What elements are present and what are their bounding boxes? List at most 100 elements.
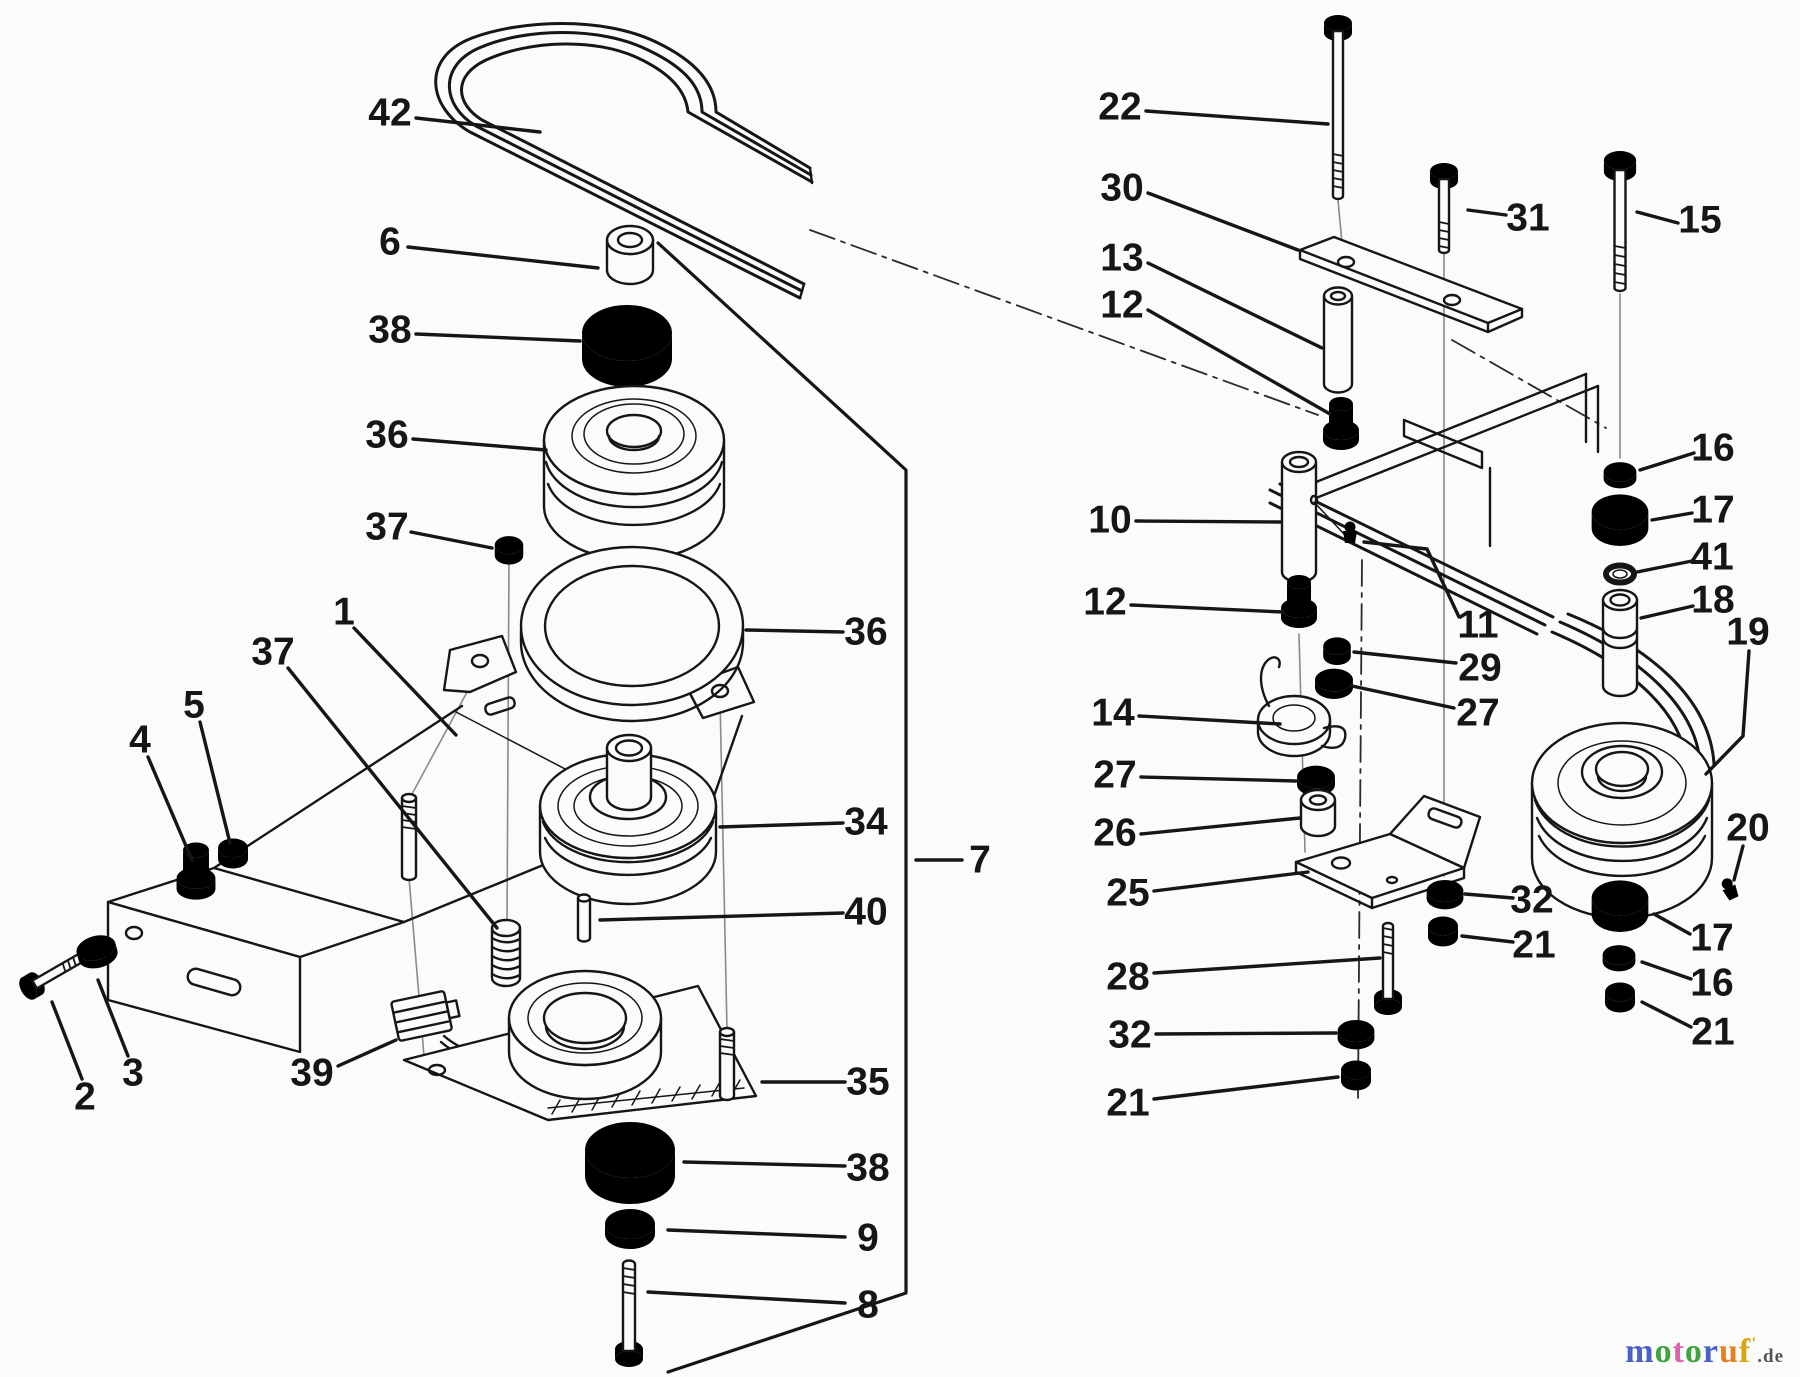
part-nut-37 bbox=[494, 536, 524, 565]
callout-leader-12 bbox=[1129, 603, 1285, 614]
callout-label-28: 28 bbox=[1106, 956, 1149, 999]
part-bearing-38-lower bbox=[585, 1122, 675, 1204]
callout-leader-42 bbox=[414, 116, 542, 134]
callout-leader-11 bbox=[1362, 540, 1461, 619]
part-ring-36 bbox=[519, 545, 745, 723]
callout-label-11: 11 bbox=[1457, 604, 1498, 647]
callout-leader-8 bbox=[646, 1290, 847, 1305]
callout-label-8: 8 bbox=[857, 1284, 879, 1327]
part-bearing-38-upper bbox=[582, 305, 672, 387]
callout-leader-36 bbox=[411, 437, 548, 452]
callout-label-9: 9 bbox=[857, 1217, 879, 1260]
part-washer-16-upper bbox=[1603, 462, 1637, 489]
callout-label-31: 31 bbox=[1506, 197, 1549, 240]
callout-label-36: 36 bbox=[844, 611, 887, 654]
part-bolt-31 bbox=[1430, 163, 1458, 255]
watermark-suffix: .de bbox=[1757, 1346, 1784, 1367]
callout-label-16: 16 bbox=[1690, 962, 1733, 1005]
part-grease-fitting-11 bbox=[1343, 521, 1357, 543]
callout-leader-17 bbox=[1650, 511, 1694, 522]
callout-label-27: 27 bbox=[1093, 754, 1136, 797]
callout-leader-30 bbox=[1146, 191, 1300, 252]
part-nut-29 bbox=[1323, 637, 1351, 666]
callout-label-38: 38 bbox=[846, 1147, 889, 1190]
part-washer-16-lower bbox=[1602, 945, 1636, 972]
watermark-letter: f bbox=[1738, 1333, 1752, 1370]
part-bolt-2 bbox=[15, 953, 84, 1003]
callout-label-15: 15 bbox=[1678, 199, 1721, 242]
callout-leader-38 bbox=[682, 1160, 847, 1168]
part-pulley-19 bbox=[1530, 721, 1714, 920]
callout-leader-9 bbox=[666, 1228, 847, 1239]
callout-label-14: 14 bbox=[1091, 692, 1135, 735]
part-grease-fitting-20 bbox=[1718, 875, 1741, 902]
callout-label-22: 22 bbox=[1098, 86, 1141, 129]
part-washer-27-upper bbox=[1315, 668, 1353, 699]
callout-leader-37 bbox=[409, 530, 494, 550]
callout-label-13: 13 bbox=[1100, 237, 1143, 280]
part-bolt-28 bbox=[1374, 921, 1402, 1015]
part-nut-5 bbox=[218, 838, 248, 869]
watermark-letter: t bbox=[1672, 1333, 1685, 1370]
part-nut-21-bottom bbox=[1605, 982, 1635, 1013]
part-tube-10 bbox=[1280, 450, 1345, 584]
callout-leader-26 bbox=[1139, 816, 1302, 836]
callout-label-17: 17 bbox=[1690, 917, 1733, 960]
callout-label-3: 3 bbox=[122, 1052, 144, 1095]
callout-leader-4 bbox=[146, 755, 194, 862]
callout-leader-10 bbox=[1134, 519, 1282, 524]
frame-lines bbox=[1314, 372, 1600, 548]
callout-label-2: 2 bbox=[74, 1076, 96, 1119]
part-bushing-4 bbox=[176, 842, 216, 900]
part-spindle-35 bbox=[402, 969, 758, 1122]
callout-label-16: 16 bbox=[1691, 427, 1734, 470]
part-spring-37 bbox=[490, 918, 522, 988]
callout-label-30: 30 bbox=[1100, 167, 1143, 210]
part-washer-9 bbox=[605, 1209, 655, 1249]
callout-leader-37 bbox=[286, 666, 499, 930]
callout-label-29: 29 bbox=[1458, 647, 1501, 690]
callout-label-17: 17 bbox=[1691, 489, 1734, 532]
callout-leader-2 bbox=[50, 1000, 84, 1081]
part-belt-42 bbox=[434, 22, 814, 300]
callout-leader-31 bbox=[1466, 208, 1508, 217]
callout-label-1: 1 bbox=[333, 591, 355, 634]
watermark-letter: o bbox=[1654, 1333, 1673, 1370]
part-bolt-8 bbox=[615, 1259, 643, 1367]
part-stud-left bbox=[400, 792, 418, 882]
callout-label-32: 32 bbox=[1510, 879, 1553, 922]
part-nut-21-left bbox=[1341, 1060, 1371, 1091]
callout-label-32: 32 bbox=[1108, 1014, 1151, 1057]
callout-label-40: 40 bbox=[844, 891, 887, 934]
callout-label-21: 21 bbox=[1512, 924, 1555, 967]
callout-leader-20 bbox=[1732, 844, 1745, 882]
callout-leader-6 bbox=[406, 245, 600, 270]
part-nut-21-right bbox=[1428, 916, 1458, 947]
callout-leader-29 bbox=[1352, 650, 1458, 665]
callout-label-34: 34 bbox=[844, 801, 888, 844]
part-bushing-6 bbox=[605, 224, 655, 286]
callout-label-25: 25 bbox=[1106, 872, 1149, 915]
callout-leader-14 bbox=[1137, 714, 1282, 726]
callout-label-41: 41 bbox=[1690, 536, 1733, 579]
callout-leader-27 bbox=[1350, 684, 1456, 710]
callout-leader-27 bbox=[1139, 775, 1298, 783]
callout-leader-38 bbox=[414, 332, 582, 343]
callout-label-4: 4 bbox=[129, 719, 151, 762]
callout-leader-16 bbox=[1640, 960, 1693, 981]
callout-leader-3 bbox=[96, 978, 130, 1058]
part-plate-30 bbox=[1298, 235, 1524, 334]
part-pulley-36 bbox=[542, 384, 726, 562]
callout-label-10: 10 bbox=[1088, 499, 1131, 542]
part-bracket-25 bbox=[1294, 794, 1482, 910]
callout-label-20: 20 bbox=[1726, 807, 1769, 850]
part-washer-32-right bbox=[1426, 879, 1464, 910]
watermark-letter: u bbox=[1718, 1333, 1739, 1370]
callout-label-21: 21 bbox=[1106, 1082, 1149, 1125]
callout-label-19: 19 bbox=[1726, 611, 1769, 654]
part-shaft-18 bbox=[1601, 588, 1639, 698]
part-connector-39 bbox=[390, 990, 561, 1063]
callout-label-27: 27 bbox=[1456, 692, 1499, 735]
